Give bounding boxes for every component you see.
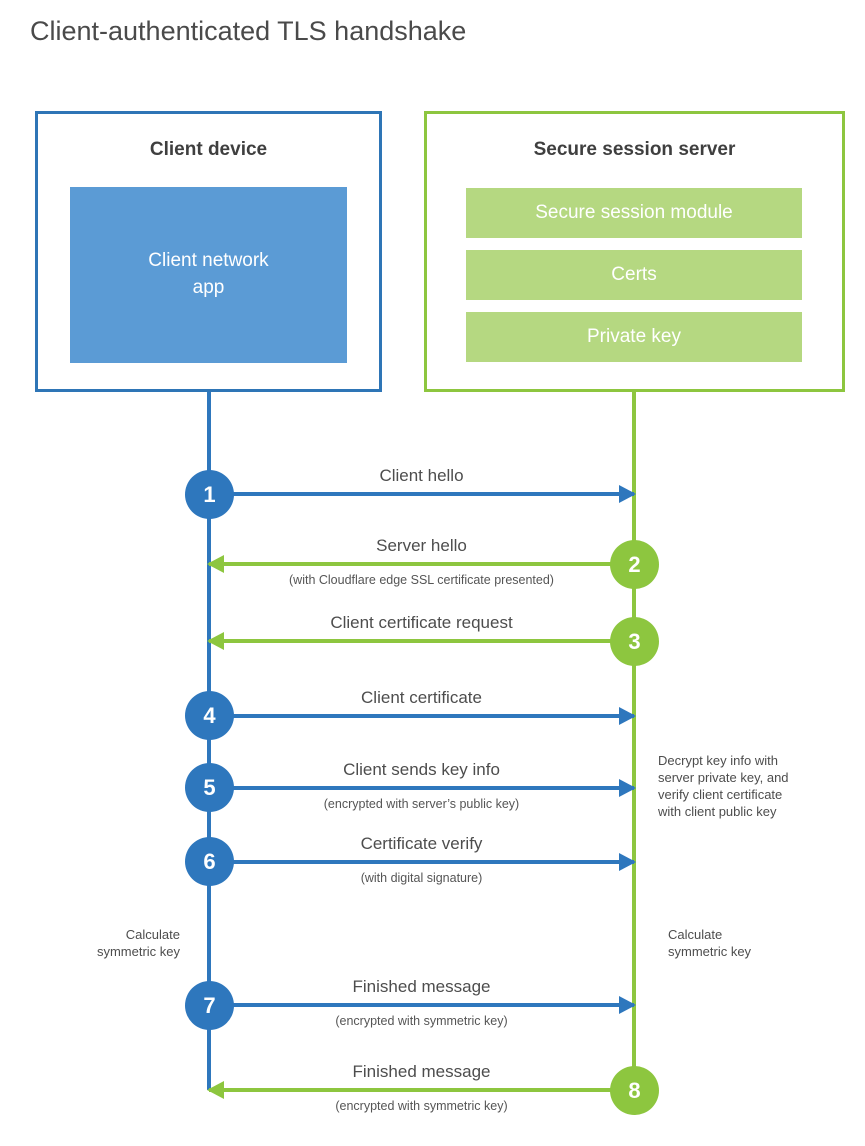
- arrow-head-right-icon: [619, 996, 636, 1014]
- client-to-server-arrow: [209, 996, 636, 1014]
- arrow-head-left-icon: [207, 632, 224, 650]
- client-calculate-symmetric-key-note: Calculate symmetric key: [96, 927, 180, 959]
- arrow-shaft: [209, 639, 634, 643]
- arrow-head-left-icon: [207, 555, 224, 573]
- step-number-badge: 5: [185, 763, 234, 812]
- page-title: Client-authenticated TLS handshake: [30, 16, 467, 46]
- arrow-head-right-icon: [619, 707, 636, 725]
- arrow-head-right-icon: [619, 485, 636, 503]
- step-label: Finished message: [352, 977, 491, 996]
- server-to-client-arrow: [207, 1081, 634, 1099]
- step-label: Client hello: [379, 466, 464, 485]
- arrow-head-left-icon: [207, 1081, 224, 1099]
- server-to-client-arrow: [207, 632, 634, 650]
- step-label: Client sends key info: [343, 760, 500, 779]
- client-network-app-block: Client network app: [70, 187, 347, 363]
- secure-session-server-title: Secure session server: [533, 139, 736, 160]
- arrow-shaft: [209, 714, 634, 718]
- step-sublabel: (encrypted with symmetric key): [335, 1099, 508, 1113]
- secure-session-module-block: Secure session module: [466, 188, 802, 238]
- certs-block: Certs: [466, 250, 802, 300]
- arrow-shaft: [209, 786, 634, 790]
- step-number-badge: 7: [185, 981, 234, 1030]
- step-number-badge: 1: [185, 470, 234, 519]
- step-sublabel: (with digital signature): [360, 871, 483, 885]
- client-to-server-arrow: [209, 707, 636, 725]
- arrow-head-right-icon: [619, 853, 636, 871]
- step-label: Finished message: [352, 1062, 491, 1081]
- client-to-server-arrow: [209, 853, 636, 871]
- client-to-server-arrow: [209, 779, 636, 797]
- server-decrypt-note: Decrypt key info with server private key…: [658, 753, 789, 819]
- secure-session-server-box: Secure session server Secure session mod…: [424, 111, 845, 392]
- step-number-badge: 6: [185, 837, 234, 886]
- arrow-shaft: [209, 1088, 634, 1092]
- step-label: Certificate verify: [360, 834, 483, 853]
- step-label: Client certificate: [361, 688, 482, 707]
- step-number-badge: 4: [185, 691, 234, 740]
- arrow-shaft: [209, 492, 634, 496]
- step-sublabel: (with Cloudflare edge SSL certificate pr…: [289, 573, 554, 587]
- private-key-block: Private key: [466, 312, 802, 362]
- step-sublabel: (encrypted with server’s public key): [323, 797, 520, 811]
- client-to-server-arrow: [209, 485, 636, 503]
- arrow-shaft: [209, 1003, 634, 1007]
- client-lifeline: [207, 392, 211, 1090]
- arrow-head-right-icon: [619, 779, 636, 797]
- client-device-box: Client device Client network app: [35, 111, 382, 392]
- step-label: Server hello: [376, 536, 467, 555]
- step-number-badge: 8: [610, 1066, 659, 1115]
- server-to-client-arrow: [207, 555, 634, 573]
- client-device-title: Client device: [149, 139, 268, 160]
- step-label: Client certificate request: [330, 613, 513, 632]
- server-lifeline: [632, 392, 636, 1090]
- step-number-badge: 3: [610, 617, 659, 666]
- arrow-shaft: [209, 860, 634, 864]
- arrow-shaft: [209, 562, 634, 566]
- step-sublabel: (encrypted with symmetric key): [335, 1014, 508, 1028]
- step-number-badge: 2: [610, 540, 659, 589]
- server-calculate-symmetric-key-note: Calculate symmetric key: [668, 927, 752, 959]
